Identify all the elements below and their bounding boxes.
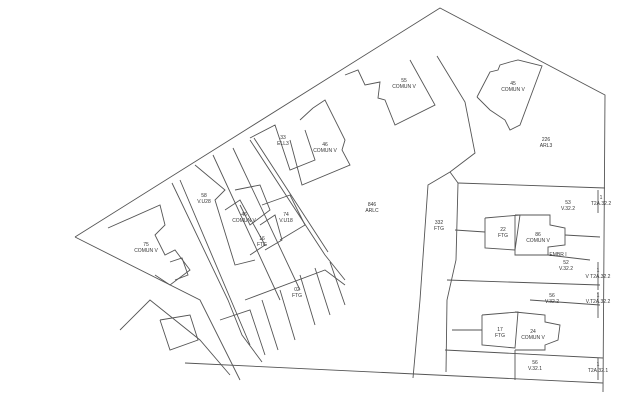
svg-text:V.32.2: V.32.2 (561, 206, 575, 212)
svg-text:52: 52 (563, 260, 569, 266)
svg-text:58: 58 (201, 193, 207, 199)
parcel-label: 56V.32.1 (528, 360, 542, 372)
svg-text:FTG: FTG (257, 242, 267, 248)
svg-text:FTG: FTG (434, 226, 444, 232)
parcel-label: 1V T2A.32.2 (586, 268, 611, 280)
svg-text:ARLC: ARLC (365, 208, 379, 214)
svg-text:COMUN V: COMUN V (521, 335, 545, 341)
svg-text:45: 45 (510, 81, 516, 87)
parcel-label: EMBR I (549, 252, 566, 258)
svg-text:1: 1 (597, 293, 600, 299)
svg-text:56: 56 (549, 293, 555, 299)
svg-text:V.U18: V.U18 (279, 218, 293, 224)
svg-text:75: 75 (143, 242, 149, 248)
svg-text:226: 226 (542, 137, 551, 143)
svg-text:COMUN V: COMUN V (392, 84, 416, 90)
svg-text:ARL3: ARL3 (540, 143, 553, 149)
svg-text:FTG: FTG (292, 293, 302, 299)
svg-text:46: 46 (241, 212, 247, 218)
parcel-label: 53V.32.2 (561, 200, 575, 212)
svg-text:1: 1 (600, 195, 603, 201)
svg-text:V.32.1: V.32.1 (528, 366, 542, 372)
svg-text:EMBR I: EMBR I (549, 252, 566, 258)
svg-text:V.32.2: V.32.2 (545, 299, 559, 305)
parcel-label: 52V.32.2 (559, 260, 573, 272)
svg-text:53: 53 (565, 200, 571, 206)
svg-text:17: 17 (497, 327, 503, 333)
svg-text:FTG: FTG (498, 233, 508, 239)
svg-text:86: 86 (535, 232, 541, 238)
svg-text:33: 33 (280, 135, 286, 141)
svg-text:COMUN V: COMUN V (501, 87, 525, 93)
parcel-label: 56V.32.2 (545, 293, 559, 305)
svg-text:56: 56 (532, 360, 538, 366)
parcel-label: 74V.U18 (279, 212, 293, 224)
svg-text:V.T2A.32.2: V.T2A.32.2 (586, 299, 611, 305)
svg-text:16: 16 (259, 236, 265, 242)
svg-text:22: 22 (500, 227, 506, 233)
svg-text:846: 846 (368, 202, 377, 208)
svg-text:V.U28: V.U28 (197, 199, 211, 205)
svg-text:COMUN V: COMUN V (134, 248, 158, 254)
svg-text:FTG: FTG (495, 333, 505, 339)
svg-text:T2A.32.2: T2A.32.2 (591, 201, 612, 207)
svg-text:24: 24 (530, 329, 536, 335)
svg-text:COMUN V: COMUN V (232, 218, 256, 224)
svg-text:COMUN V: COMUN V (313, 148, 337, 154)
svg-text:332: 332 (435, 220, 444, 226)
svg-text:55: 55 (401, 78, 407, 84)
svg-text:T2A.32.1: T2A.32.1 (588, 368, 609, 374)
svg-text:V.32.2: V.32.2 (559, 266, 573, 272)
svg-text:46: 46 (322, 142, 328, 148)
parcel-label: 58V.U28 (197, 193, 211, 205)
svg-text:1: 1 (597, 362, 600, 368)
parcel-boundaries (74, 7, 606, 393)
svg-text:V T2A.32.2: V T2A.32.2 (586, 274, 611, 280)
svg-text:74: 74 (283, 212, 289, 218)
svg-text:COMUN V: COMUN V (526, 238, 550, 244)
svg-text:ELL3: ELL3 (277, 141, 289, 147)
svg-text:02: 02 (294, 287, 300, 293)
parcel-label: 1V.T2A.32.2 (586, 293, 611, 305)
svg-text:1: 1 (597, 268, 600, 274)
